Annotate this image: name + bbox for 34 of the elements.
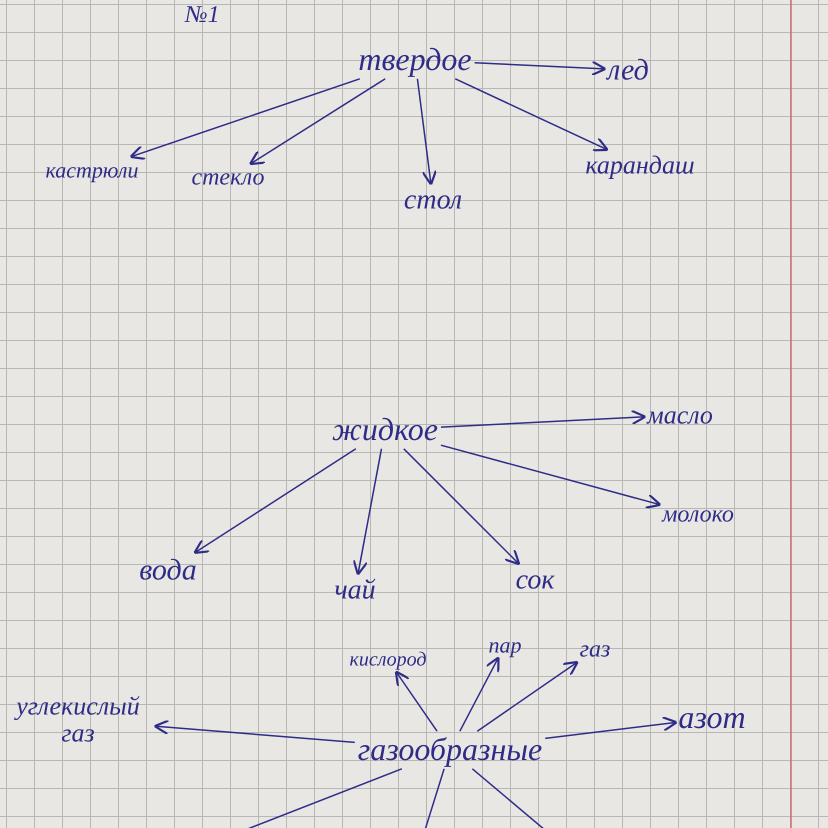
arrow bbox=[459, 656, 500, 732]
handwritten-word: масло bbox=[644, 399, 716, 431]
handwritten-word: углекислый газ bbox=[0, 690, 156, 750]
handwritten-word: молоко bbox=[659, 500, 737, 530]
arrow bbox=[403, 448, 520, 566]
arrow bbox=[248, 78, 386, 166]
arrow bbox=[129, 78, 360, 160]
arrow bbox=[416, 78, 438, 186]
handwritten-word: кислород bbox=[346, 648, 430, 672]
handwritten-word: твердое bbox=[355, 41, 475, 79]
handwritten-word: пар bbox=[486, 631, 524, 659]
handwritten-word: кастрюли bbox=[42, 156, 142, 184]
handwritten-word: лед bbox=[604, 52, 652, 88]
handwritten-word: сок bbox=[512, 563, 558, 597]
arrow bbox=[454, 78, 609, 152]
arrow bbox=[440, 410, 647, 428]
arrow bbox=[154, 719, 355, 744]
handwritten-word: стекло bbox=[188, 163, 268, 193]
page-number: №1 bbox=[185, 2, 220, 28]
arrow bbox=[545, 716, 678, 740]
arrow bbox=[474, 60, 607, 76]
handwritten-word: газ bbox=[576, 635, 614, 665]
arrow bbox=[476, 660, 579, 732]
handwritten-word: вода bbox=[136, 552, 200, 588]
handwritten-word: газообразные bbox=[354, 731, 546, 769]
handwritten-word: стол bbox=[400, 183, 466, 217]
arrow bbox=[394, 670, 438, 732]
arrow bbox=[193, 448, 356, 554]
arrow bbox=[440, 444, 662, 509]
handwritten-word: карандаш bbox=[582, 149, 698, 181]
handwritten-word: чай bbox=[331, 573, 379, 607]
handwritten-word: жидкое bbox=[329, 411, 441, 449]
arrow bbox=[352, 448, 382, 576]
handwritten-word: азот bbox=[675, 699, 749, 737]
